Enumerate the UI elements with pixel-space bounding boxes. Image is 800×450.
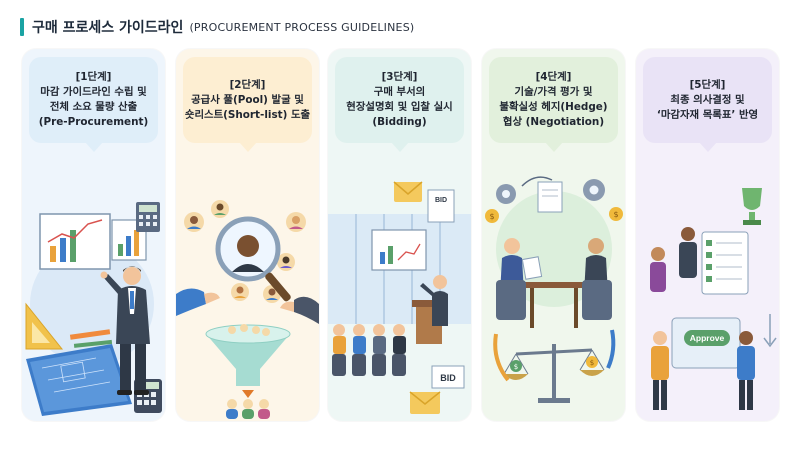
arrow-down-icon [242, 390, 254, 398]
step-3-line-2: 구매 부서의 [373, 86, 426, 98]
svg-text:$: $ [590, 359, 594, 367]
coin-icon: $ $ [485, 207, 623, 223]
bid-document-bottom: BID [431, 365, 465, 389]
gear-icon [496, 179, 605, 204]
checklist-icon [701, 231, 749, 295]
team-people [650, 227, 697, 292]
step-1-illustration [25, 202, 162, 416]
step-card-3: [3단계] 구매 부서의 현장설명회 및 입찰 실시 (Bidding) BID [328, 49, 471, 421]
step-card-5: [5단계] 최종 의사결정 및 ‘마감자재 목록표’ 반영 [636, 49, 779, 421]
funnel-icon [205, 324, 291, 386]
title-subtitle: (PROCUREMENT PROCESS GUIDELINES) [189, 20, 415, 34]
step-card-1: [1단계] 마감 가이드라인 수립 및 전체 소요 물량 산출 (Pre-Pro… [22, 49, 165, 421]
step-2-line-2: 공급사 풀(Pool) 발굴 및 [191, 93, 304, 106]
step-5-bubble: [5단계] 최종 의사결정 및 ‘마감자재 목록표’ 반영 [643, 57, 772, 152]
meeting-table [522, 282, 586, 288]
title-main: 구매 프로세스 가이드라인 [32, 20, 184, 36]
bid-document-top: BID [427, 189, 455, 223]
svg-text:$: $ [489, 212, 494, 221]
approver-people [651, 331, 755, 410]
process-cards: [1단계] 마감 가이드라인 수립 및 전체 소요 물량 산출 (Pre-Pro… [22, 49, 780, 421]
svg-text:Approve: Approve [690, 333, 725, 343]
step-1-line-2: 마감 가이드라인 수립 및 [40, 86, 147, 98]
step-3-bubble: [3단계] 구매 부서의 현장설명회 및 입찰 실시 (Bidding) [335, 57, 464, 152]
step-5-illustration: Approve [650, 188, 777, 410]
step-3-line-4: (Bidding) [372, 116, 427, 128]
step-4-bubble: [4단계] 기술/가격 평가 및 불확실성 헤지(Hedge) 협상 (Nego… [489, 57, 618, 152]
approve-button [684, 330, 730, 346]
calculator-icon [136, 202, 160, 232]
svg-text:$: $ [514, 363, 518, 371]
trophy-icon [742, 188, 762, 225]
magnifier-icon [215, 216, 291, 302]
audience [332, 324, 406, 376]
presentation-screen [371, 229, 427, 271]
document-icon [537, 181, 563, 213]
blueprint-icon [26, 344, 132, 416]
presenter-person [420, 275, 448, 326]
svg-text:BID: BID [435, 197, 447, 204]
shortlist-people [226, 399, 270, 419]
presenter-person [100, 266, 150, 395]
step-1-line-3: 전체 소요 물량 산출 [49, 101, 138, 113]
step-2-line-3: 숏리스트(Short-list) 도출 [184, 108, 311, 121]
step-1-line-1: [1단계] [75, 71, 112, 83]
title-accent-bar [20, 18, 24, 36]
page-title: 구매 프로세스 가이드라인 (PROCUREMENT PROCESS GUIDE… [20, 16, 414, 38]
step-card-4: [4단계] 기술/가격 평가 및 불확실성 헤지(Hedge) 협상 (Nego… [482, 49, 625, 421]
step-5-line-1: [5단계] [689, 78, 726, 91]
arrow-up-icon [606, 329, 616, 369]
step-3-line-1: [3단계] [381, 71, 418, 83]
candidate-avatars [184, 200, 306, 303]
svg-text:$: $ [613, 210, 618, 219]
pencil-icon [69, 329, 111, 340]
balance-scale-icon: $ $ [503, 344, 605, 403]
envelope-icon-bottom [409, 391, 441, 414]
step-1-line-4: (Pre-Procurement) [38, 116, 149, 128]
step-2-illustration [176, 200, 319, 419]
step-3-illustration: BID [328, 181, 471, 414]
step-4-illustration: $ $ [485, 176, 623, 403]
approve-panel: Approve [671, 317, 741, 369]
step-5-line-3: ‘마감자재 목록표’ 반영 [656, 108, 759, 121]
step-5-line-2: 최종 의사결정 및 [670, 93, 745, 106]
step-2-bubble: [2단계] 공급사 풀(Pool) 발굴 및 숏리스트(Short-list) … [183, 57, 312, 152]
step-2-line-1: [2단계] [229, 78, 266, 91]
step-3-line-3: 현장설명회 및 입찰 실시 [346, 101, 453, 113]
negotiator-right [582, 238, 612, 320]
envelope-icon [393, 181, 423, 202]
negotiator-left [496, 238, 526, 320]
chart-board-icon [39, 213, 147, 270]
step-1-bubble: [1단계] 마감 가이드라인 수립 및 전체 소요 물량 산출 (Pre-Pro… [29, 57, 158, 152]
step-4-line-2: 기술/가격 평가 및 [514, 86, 593, 98]
step-4-line-1: [4단계] [535, 71, 572, 83]
step-4-line-4: 협상 (Negotiation) [502, 116, 605, 128]
step-4-line-3: 불확실성 헤지(Hedge) [499, 101, 608, 113]
svg-text:BID: BID [440, 373, 456, 383]
step-card-2: [2단계] 공급사 풀(Pool) 발굴 및 숏리스트(Short-list) … [176, 49, 319, 421]
arrow-down-icon [493, 333, 510, 382]
